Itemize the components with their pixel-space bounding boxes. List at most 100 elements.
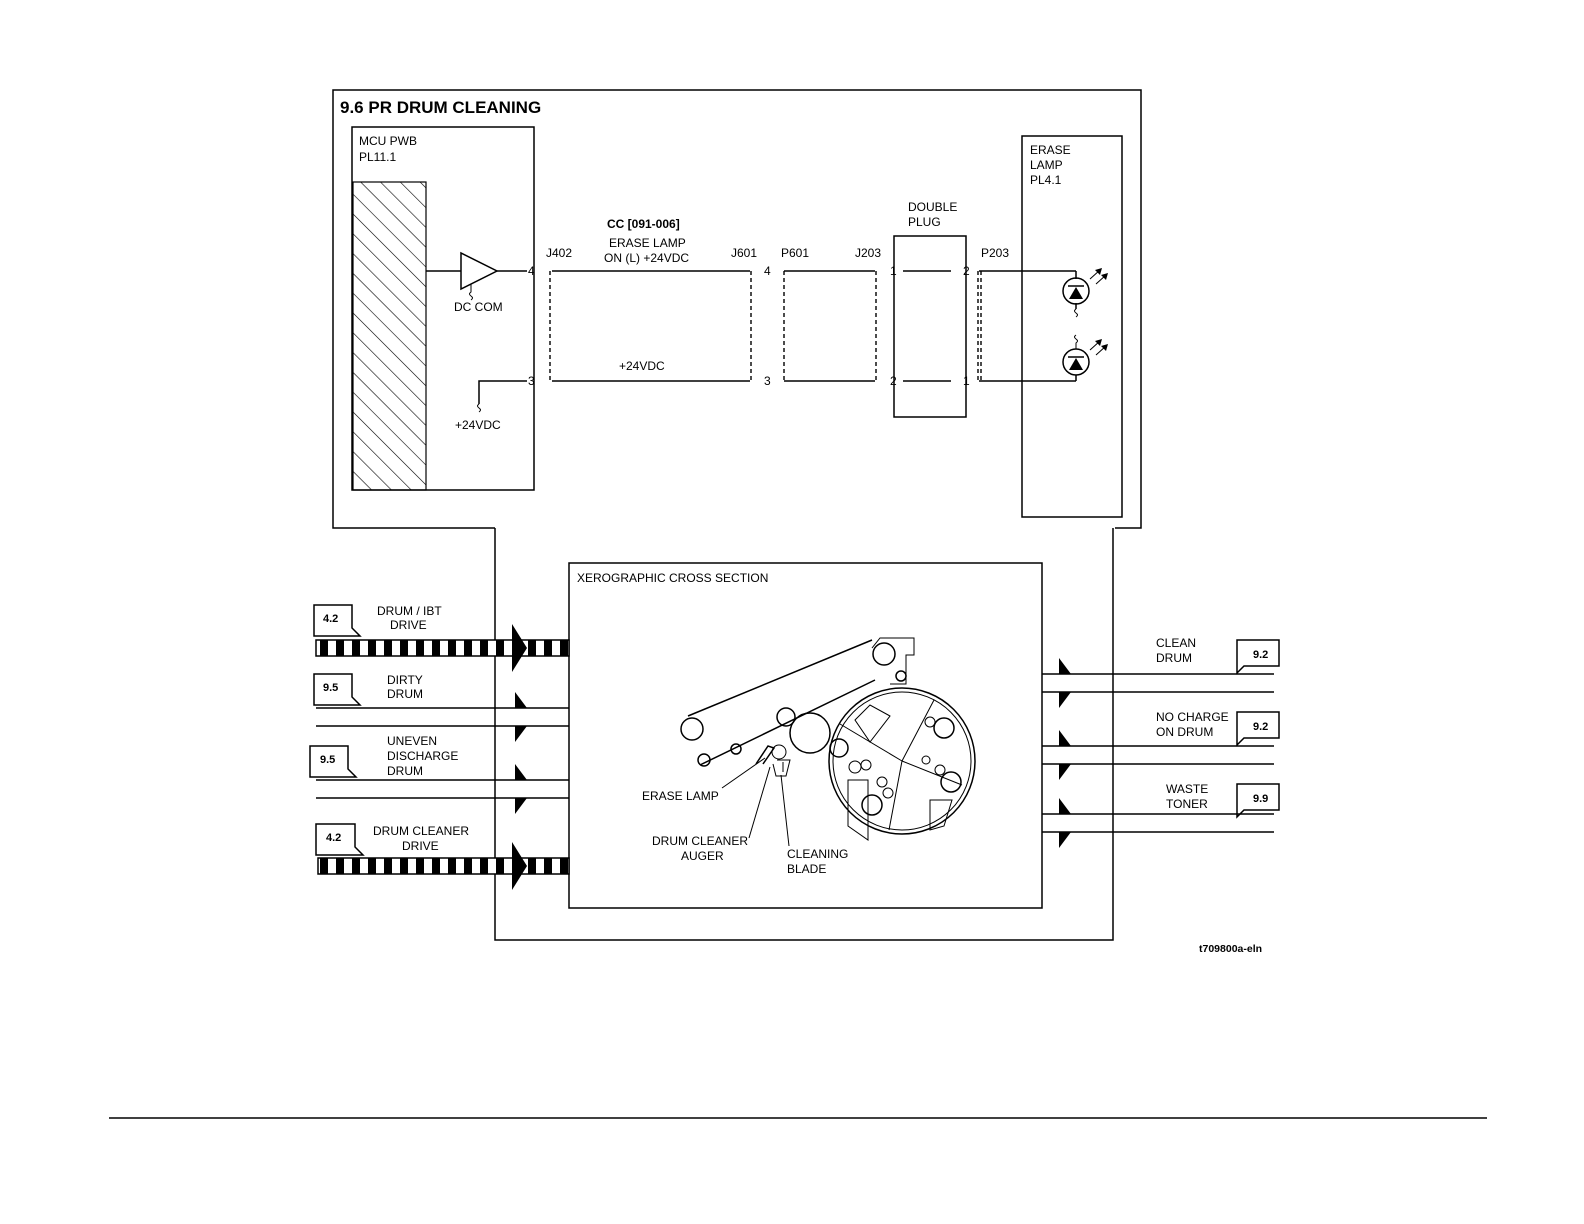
led-icon [1062, 334, 1108, 381]
xero-auger-label-line2: AUGER [681, 849, 724, 863]
xero-blade-label-line1: CLEANING [787, 847, 848, 861]
input-ref-1: 4.2 [323, 613, 338, 625]
connector-j601: J601 [731, 246, 757, 260]
drive-block [320, 858, 328, 874]
ref-box [1236, 711, 1280, 747]
erase-lamp-module [1021, 135, 1123, 518]
input-uneven-discharge-drum [316, 764, 569, 814]
output-clean-drum [1042, 658, 1274, 708]
signal-name-line2: ON (L) +24VDC [604, 251, 689, 265]
input-drum-cleaner-drive [317, 842, 570, 890]
pin-j601-4: 4 [764, 264, 771, 278]
signal-cc-code: CC [091-006] [607, 217, 680, 231]
xerographic-illustration [680, 637, 976, 841]
blade-leader [780, 774, 790, 847]
input-ref-2: 9.5 [323, 682, 338, 694]
drive-block [320, 640, 328, 656]
xero-auger-label-line1: DRUM CLEANER [652, 834, 748, 848]
output-waste-toner [1042, 798, 1274, 848]
drive-block [432, 858, 440, 874]
drive-block [336, 858, 344, 874]
input-label-4-line2: DRIVE [402, 839, 439, 853]
drive-block [496, 858, 504, 874]
input-label-1-line1: DRUM / IBT [377, 604, 442, 618]
mcu-label-line2: PL11.1 [359, 150, 396, 164]
drive-block [416, 640, 424, 656]
drive-block [448, 858, 456, 874]
connector-j203: J203 [855, 246, 881, 260]
drive-block [544, 858, 552, 874]
drive-block [560, 640, 568, 656]
drive-block [400, 640, 408, 656]
drive-block [528, 858, 536, 874]
mcu-label-line1: MCU PWB [359, 134, 417, 148]
ref-box [1236, 639, 1280, 675]
plus24-label: +24VDC [455, 418, 501, 432]
drive-block [400, 858, 408, 874]
output-label-3-line2: TONER [1166, 797, 1208, 811]
connector-p601: P601 [781, 246, 809, 260]
double-plug-box [893, 235, 967, 418]
signal-lower-label: +24VDC [619, 359, 665, 373]
input-label-2-line2: DRUM [387, 687, 423, 701]
drive-block [464, 858, 472, 874]
double-plug-line1: DOUBLE [908, 200, 957, 214]
xero-blade-label-line2: BLADE [787, 862, 826, 876]
input-label-2-line1: DIRTY [387, 673, 423, 687]
drive-block [352, 640, 360, 656]
input-label-4-line1: DRUM CLEANER [373, 824, 469, 838]
input-label-3-line2: DISCHARGE [387, 749, 458, 763]
drive-block [352, 858, 360, 874]
input-label-3-line3: DRUM [387, 764, 423, 778]
output-label-3-line1: WASTE [1166, 782, 1208, 796]
xero-title: XEROGRAPHIC CROSS SECTION [577, 571, 768, 585]
drive-block [496, 640, 504, 656]
mcu-pwb: MCU PWB PL11.1 [351, 126, 535, 491]
pin-j402-4: 4 [528, 264, 535, 278]
page-title: 9.6 PR DRUM CLEANING [340, 98, 541, 117]
pin-j601-3: 3 [764, 374, 771, 388]
output-label-2-line1: NO CHARGE [1156, 710, 1229, 724]
ref-box [1236, 783, 1280, 819]
driver-buffer-icon [426, 251, 527, 301]
signal-name-line1: ERASE LAMP [609, 236, 686, 250]
drive-block [544, 640, 552, 656]
xero-erase-lamp-label: ERASE LAMP [642, 789, 719, 803]
drive-block [448, 640, 456, 656]
output-ref-3: 9.9 [1253, 793, 1268, 805]
wire-harness [549, 270, 1076, 382]
dc-com-label: DC COM [454, 300, 503, 314]
drive-block [480, 858, 488, 874]
drive-block [336, 640, 344, 656]
erase-lamp-line2: LAMP [1030, 158, 1063, 172]
drive-block [560, 858, 568, 874]
connector-p203: P203 [981, 246, 1009, 260]
ref-box [309, 745, 358, 778]
connector-j402: J402 [546, 246, 572, 260]
plus24-return [477, 380, 527, 413]
pin-j402-3: 3 [528, 374, 535, 388]
module-outline [332, 89, 1142, 529]
input-label-3-line1: UNEVEN [387, 734, 437, 748]
output-ref-1: 9.2 [1253, 649, 1268, 661]
auger-leader [748, 766, 771, 839]
flow-outline [494, 528, 1114, 941]
ref-box [313, 604, 362, 637]
drive-block [480, 640, 488, 656]
drive-block [416, 858, 424, 874]
led-icon [1062, 268, 1108, 318]
input-dirty-drum [316, 692, 569, 742]
output-no-charge-on-drum [1042, 730, 1274, 780]
output-ref-2: 9.2 [1253, 721, 1268, 733]
input-ref-4: 4.2 [326, 832, 341, 844]
drive-block [432, 640, 440, 656]
drive-block [464, 640, 472, 656]
input-drum-ibt-drive [315, 624, 570, 672]
erase-lamp-leader [721, 757, 766, 789]
figure-id: t709800a-eln [1199, 943, 1262, 955]
output-label-2-line2: ON DRUM [1156, 725, 1213, 739]
input-ref-3: 9.5 [320, 754, 335, 766]
drive-block [368, 858, 376, 874]
drive-block [384, 640, 392, 656]
